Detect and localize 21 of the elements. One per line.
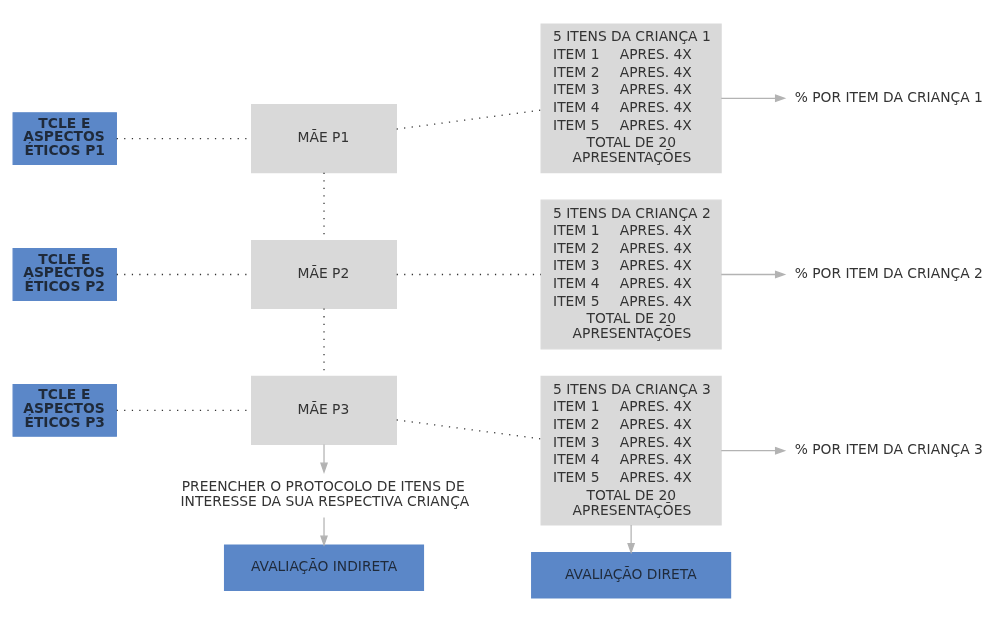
- node-text: PREENCHER O PROTOCOLO DE ITENS DE INTERESSE DA SUA RESPECTIVA CRIANÇA: [180, 477, 470, 509]
- node-box: MÃE P3: [251, 375, 397, 445]
- node-box: 5 ITENS DA CRIANÇA 3 ITEM 1 APRES. 4X ITEM 2 APRES. 4X ITEM 3 APRES. 4X ITEM 4 APRES. 4X ITEM 5 APRES. 4X TOTAL DE 20 APRESENTAÇÕES: [540, 375, 722, 526]
- arrow: [320, 443, 328, 474]
- node-box: TCLE E ASPECTOS ÉTICOS P2: [12, 247, 117, 301]
- node-box: TCLE E ASPECTOS ÉTICOS P3: [12, 383, 117, 437]
- node-box: MÃE P2: [251, 239, 397, 309]
- arrow: [720, 270, 787, 278]
- node-box: MÃE P1: [251, 103, 397, 173]
- node-box: AVALIAÇÃO INDIRETA: [223, 543, 425, 591]
- node-box: 5 ITENS DA CRIANÇA 1 ITEM 1 APRES. 4X ITEM 2 APRES. 4X ITEM 3 APRES. 4X ITEM 4 APRES. 4X ITEM 5 APRES. 4X TOTAL DE 20 APRESENTAÇÕES: [540, 22, 722, 173]
- arrow: [720, 93, 787, 102]
- node-box: 5 ITENS DA CRIANÇA 2 ITEM 1 APRES. 4X ITEM 2 APRES. 4X ITEM 3 APRES. 4X ITEM 4 APRES. 4X ITEM 5 APRES. 4X TOTAL DE 20 APRESENTAÇÕES: [540, 199, 722, 349]
- node-text: % POR ITEM DA CRIANÇA 3: [794, 440, 983, 457]
- node-box: AVALIAÇÃO DIRETA: [531, 551, 732, 599]
- arrow: [627, 523, 636, 554]
- arrow: [720, 446, 787, 455]
- node-text: % POR ITEM DA CRIANÇA 2: [794, 264, 983, 281]
- node-text: % POR ITEM DA CRIANÇA 1: [794, 88, 983, 105]
- arrow: [320, 516, 328, 547]
- node-box: TCLE E ASPECTOS ÉTICOS P1: [12, 111, 117, 165]
